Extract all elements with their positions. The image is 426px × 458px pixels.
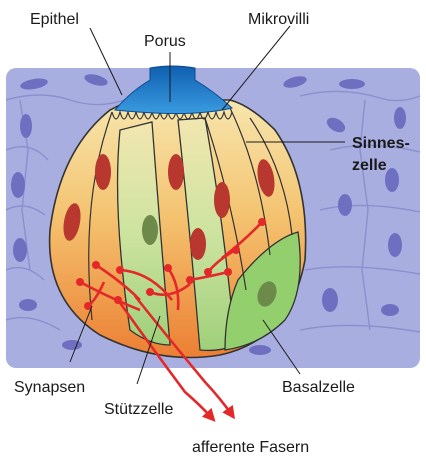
- label-epithel: Epithel: [30, 11, 79, 28]
- label-porus: Porus: [144, 33, 186, 50]
- label-basalzelle: Basalzelle: [282, 379, 355, 396]
- label-sinneszelle-2: zelle: [352, 157, 387, 174]
- label-afferente-fasern: afferente Fasern: [192, 439, 309, 456]
- label-stuetzzelle: Stützzelle: [104, 401, 173, 418]
- label-synapsen: Synapsen: [14, 379, 85, 396]
- label-sinneszelle-1: Sinnes-: [352, 135, 410, 152]
- label-mikrovilli: Mikrovilli: [248, 11, 309, 28]
